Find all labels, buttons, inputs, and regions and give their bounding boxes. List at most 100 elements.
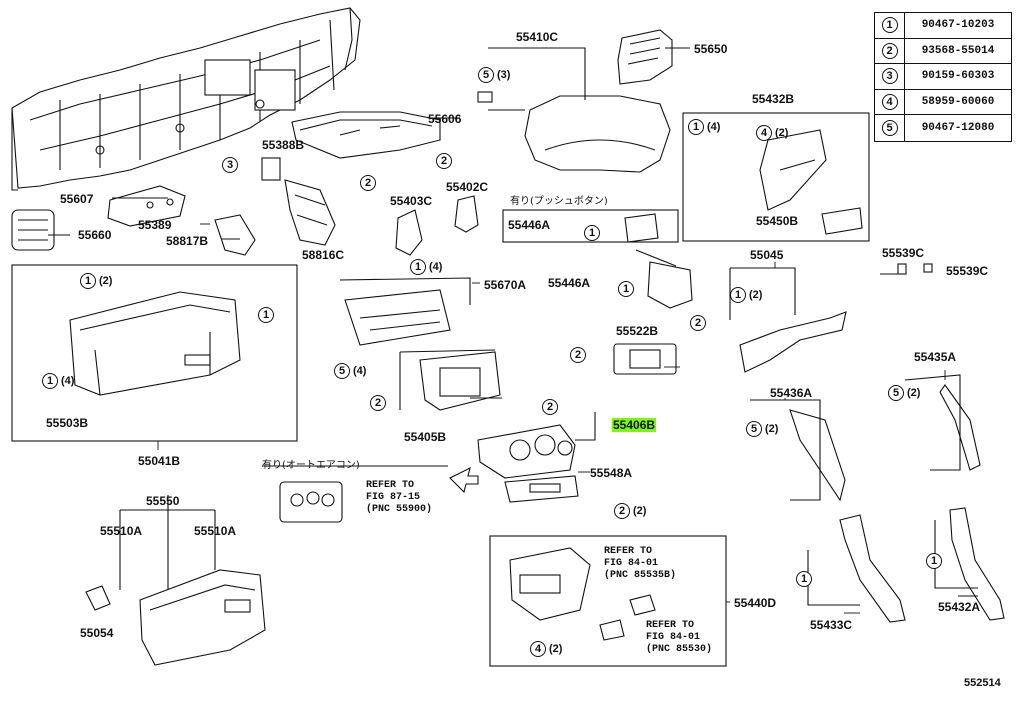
legend-circle: 1: [881, 17, 898, 34]
legend-part-number: 90159-60303: [921, 70, 995, 83]
part-label-55650: 55650: [694, 42, 728, 56]
callout: 2(2): [614, 502, 646, 520]
part-label-55405B: 55405B: [404, 430, 447, 444]
arrow-icon: [449, 466, 479, 494]
part-55045-drawing: [729, 267, 847, 373]
legend-row: 1 90467-10203: [875, 13, 1011, 39]
callout: 1: [618, 280, 637, 298]
legend-row: 2 93568-55014: [875, 38, 1011, 65]
auto-ac-panel-drawing: [279, 481, 343, 523]
part-label-55539C-a: 55539C: [882, 246, 925, 260]
part-55607-drawing: [107, 185, 186, 227]
part-55660-drawing: [11, 209, 55, 251]
part-55548A-drawing: [504, 475, 579, 503]
part-55432B-frame: [682, 112, 870, 242]
callout: 2: [542, 398, 561, 416]
part-55539C-clip-b: [923, 263, 933, 273]
part-55388B-drawing: [261, 157, 281, 181]
part-label-55388B: 55388B: [262, 138, 305, 152]
refer-note-fig-84-01-a: REFER TO FIG 84-01 (PNC 85535B): [604, 546, 677, 581]
refer-note-fig-87-15: REFER TO FIG 87-15 (PNC 55900): [366, 480, 433, 515]
legend-circle: 5: [881, 120, 898, 137]
part-label-55446A-lower: 55446A: [548, 276, 591, 290]
callout: 1(4): [42, 372, 74, 390]
callout: 3: [222, 156, 241, 174]
legend-table: 1 90467-10203 2 93568-55014 3 90159-6030…: [874, 12, 1012, 142]
callout: 1(2): [80, 272, 112, 290]
part-label-55045: 55045: [750, 248, 784, 262]
legend-circle: 3: [881, 68, 898, 85]
legend-part-number: 90467-12080: [921, 122, 995, 135]
callout: 1(4): [688, 118, 720, 136]
part-label-55433C: 55433C: [810, 618, 853, 632]
part-55435A-drawing: [904, 374, 981, 471]
part-label-55054: 55054: [80, 626, 114, 640]
part-55440D-frame: [489, 535, 727, 667]
part-label-55450B: 55450B: [756, 214, 799, 228]
part-55650-drawing: [617, 29, 673, 85]
legend-part-number: 58959-60060: [921, 96, 995, 109]
part-label-55389: 55389: [138, 218, 172, 232]
part-55041B-frame: [11, 264, 298, 442]
callout: 5(4): [334, 362, 366, 380]
part-label-58817B: 58817B: [166, 234, 209, 248]
callout: 2: [690, 314, 709, 332]
part-55405B-drawing: [399, 349, 501, 411]
part-label-55410C: 55410C: [516, 30, 559, 44]
auto-ac-variant-note: 有り(オートエアコン): [262, 460, 360, 471]
callout: 4(2): [756, 124, 788, 142]
part-55432A-drawing: [934, 507, 1005, 621]
legend-circle: 2: [881, 42, 898, 59]
callout: 4(2): [530, 640, 562, 658]
callout: 1: [584, 224, 603, 242]
part-55054-drawing: [85, 585, 111, 611]
part-label-55440D: 55440D: [734, 596, 777, 610]
part-label-55670A: 55670A: [484, 278, 527, 292]
legend-circle: 4: [881, 94, 898, 111]
callout: 1: [796, 570, 815, 588]
legend-row: 5 90467-12080: [875, 115, 1011, 141]
part-label-55402C: 55402C: [446, 180, 489, 194]
part-55522B-drawing: [613, 343, 677, 375]
part-label-55435A: 55435A: [914, 350, 957, 364]
callout: 2: [436, 152, 455, 170]
part-55436A-drawing: [750, 399, 846, 502]
part-55433C-drawing: [807, 514, 906, 623]
part-55446A-upper-drawing: [624, 213, 659, 243]
part-label-55522B: 55522B: [616, 324, 659, 338]
legend-part-number: 90467-10203: [921, 19, 995, 32]
leader-lines: [48, 47, 978, 614]
part-55440D-drawing: [509, 547, 656, 641]
part-58817B-drawing: [214, 214, 256, 256]
callout: 5(3): [478, 66, 510, 84]
part-label-55607: 55607: [60, 192, 94, 206]
callout: 2: [360, 174, 379, 192]
part-label-55548A: 55548A: [590, 466, 633, 480]
refer-note-fig-84-01-b: REFER TO FIG 84-01 (PNC 85530): [646, 620, 713, 655]
part-label-55503B: 55503B: [46, 416, 89, 430]
part-55402C-drawing: [454, 195, 479, 233]
part-55406B-drawing: [477, 412, 596, 479]
part-55539C-clip-a: [897, 263, 907, 275]
part-label-55406B: 55406B: [612, 418, 657, 432]
part-label-58816C: 58816C: [302, 248, 345, 262]
callout: 2: [370, 394, 389, 412]
part-label-55539C-b: 55539C: [946, 264, 989, 278]
part-label-55446A-upper: 55446A: [508, 218, 551, 232]
callout: 5(2): [888, 384, 920, 402]
part-label-55550: 55550: [146, 494, 180, 508]
callout: 1: [258, 306, 277, 324]
part-label-55606: 55606: [428, 112, 462, 126]
part-label-55436A: 55436A: [770, 386, 813, 400]
legend-row: 4 58959-60060: [875, 89, 1011, 116]
part-label-55041B: 55041B: [138, 454, 181, 468]
part-label-55432A: 55432A: [938, 600, 981, 614]
callout: 5(2): [746, 420, 778, 438]
part-label-55432B: 55432B: [752, 92, 795, 106]
callout: 2: [570, 346, 589, 364]
instrument-panel-reinforcement-drawing: [11, 7, 361, 191]
part-55041B-drawing: [69, 291, 241, 396]
part-55550-drawing: [119, 495, 266, 666]
